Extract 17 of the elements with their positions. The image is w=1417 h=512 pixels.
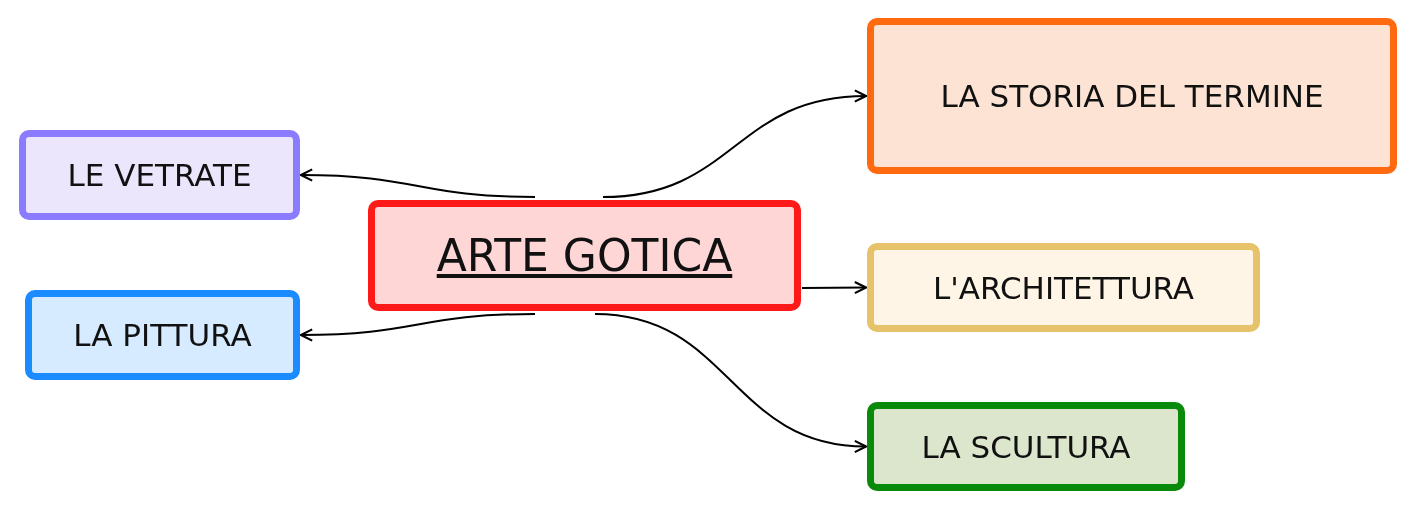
topic-label: LA SCULTURA xyxy=(921,428,1131,465)
connector-arrow xyxy=(299,168,536,198)
topic-box xyxy=(867,243,1260,332)
central-topic-box xyxy=(368,200,801,311)
topic-box xyxy=(19,130,300,220)
connector-arrow xyxy=(801,280,868,295)
topic-label: L'ARCHITETTURA xyxy=(932,269,1195,306)
topic-box xyxy=(25,290,300,380)
connector-arrow xyxy=(299,313,536,342)
topic-label: LA PITTURA xyxy=(73,317,252,353)
topic-label: LA STORIA DEL TERMINE xyxy=(940,78,1324,114)
topic-box xyxy=(867,18,1397,174)
connector-arrow xyxy=(602,90,868,198)
topic-label: LE VETRATE xyxy=(67,157,252,193)
connector-arrow xyxy=(594,313,868,453)
topic-box xyxy=(867,402,1185,491)
main-topic-label: ARTE GOTICA xyxy=(436,230,733,281)
